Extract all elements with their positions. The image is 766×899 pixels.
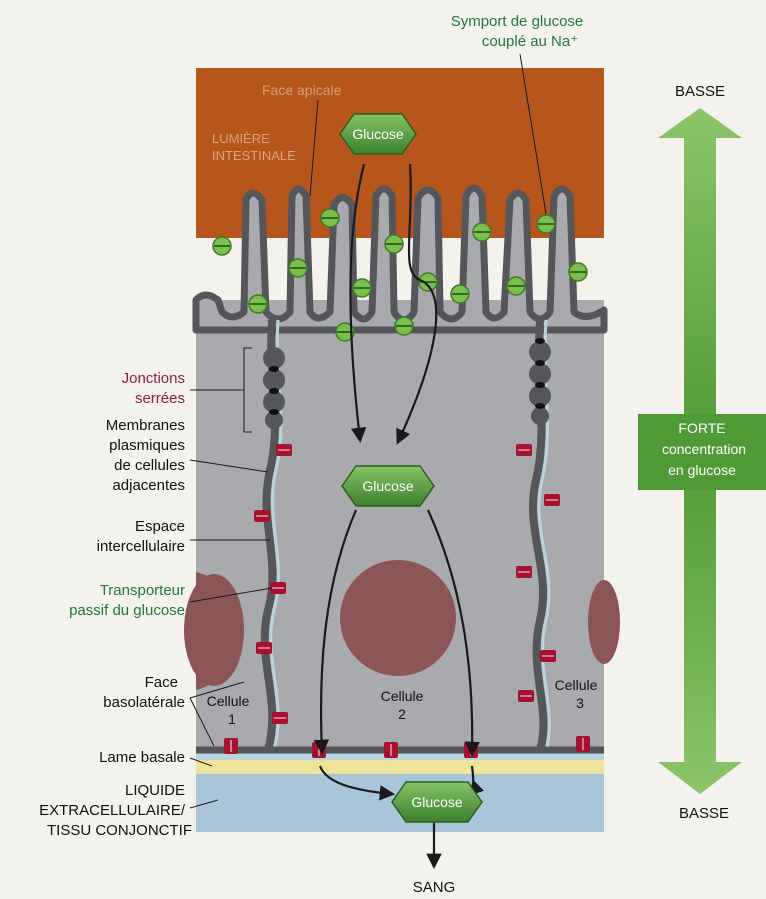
tight-junctions-right <box>529 338 551 425</box>
symport-icon <box>569 263 587 281</box>
membranes-label-line2: plasmiques <box>109 437 185 454</box>
nucleus-cell-2 <box>340 560 456 676</box>
glucose-hexagon-blood: Glucose <box>392 782 482 822</box>
passive-transporter-icon <box>224 738 238 754</box>
lumiere-label-line2: INTESTINALE <box>212 148 296 163</box>
gradient-top-label: BASSE <box>675 83 725 100</box>
espace-label-line1: Espace <box>135 518 185 535</box>
membranes-label-line1: Membranes <box>106 417 185 434</box>
symport-label-line2: couplé au Na⁺ <box>482 33 578 50</box>
symport-icon <box>249 295 267 313</box>
face-basolaterale-label-line2: basolatérale <box>103 694 185 711</box>
transporteur-label-line2: passif du glucose <box>69 602 185 619</box>
cellule-2-label-line2: 2 <box>398 706 406 722</box>
lumiere-label-line1: LUMIÈRE <box>212 131 270 146</box>
symport-icon <box>507 277 525 295</box>
cellule-2-label-line1: Cellule <box>381 688 424 704</box>
passive-transporter-icon <box>312 742 326 758</box>
symport-icon <box>473 223 491 241</box>
glucose-hexagon-apical: Glucose <box>340 114 416 154</box>
symport-icon <box>289 259 307 277</box>
symport-icon <box>451 285 469 303</box>
liquide-label-line1: LIQUIDE <box>125 782 185 799</box>
symport-label-line1: Symport de glucose <box>451 13 584 30</box>
gradient-middle-line1: FORTE <box>678 420 725 436</box>
passive-transporter-icon <box>254 510 270 522</box>
lame-basale-label: Lame basale <box>99 749 185 766</box>
gradient-bottom-label: BASSE <box>679 805 729 822</box>
passive-transporter-icon <box>276 444 292 456</box>
gradient-middle-line2: concentration <box>662 441 746 457</box>
cellule-3-label-line1: Cellule <box>555 677 598 693</box>
cellule-3-label-line2: 3 <box>576 695 584 711</box>
passive-transporter-icon <box>256 642 272 654</box>
sang-label: SANG <box>413 879 456 896</box>
membranes-label-line3: de cellules <box>114 457 185 474</box>
symport-icon <box>537 215 555 233</box>
concentration-gradient-arrow: FORTE concentration en glucose <box>638 108 766 794</box>
jonctions-label-line2: serrées <box>135 390 185 407</box>
espace-label-line2: intercellulaire <box>97 538 185 555</box>
nucleus-cell-1-body <box>184 574 244 686</box>
symport-icon <box>419 273 437 291</box>
cellule-1-label-line1: Cellule <box>207 693 250 709</box>
gradient-middle-line3: en glucose <box>668 462 736 478</box>
passive-transporter-icon <box>576 736 590 752</box>
jonctions-label-line1: Jonctions <box>122 370 185 387</box>
face-apicale-label: Face apicale <box>262 82 342 98</box>
nucleus-cell-3 <box>588 580 620 664</box>
membranes-label-line4: adjacentes <box>112 477 185 494</box>
liquide-label-line2: EXTRACELLULAIRE/ <box>39 802 186 819</box>
liquide-label-line3: TISSU CONJONCTIF <box>47 822 192 839</box>
cellule-1-label-line2: 1 <box>228 711 236 727</box>
passive-transporter-icon <box>516 566 532 578</box>
passive-transporter-icon <box>384 742 398 758</box>
svg-text:Glucose: Glucose <box>411 794 463 810</box>
passive-transporter-icon <box>544 494 560 506</box>
passive-transporter-icon <box>272 712 288 724</box>
basal-lamina <box>196 758 604 774</box>
symport-icon <box>353 279 371 297</box>
symport-icon <box>395 317 413 335</box>
passive-transporter-icon <box>518 690 534 702</box>
glucose-hexagon-cytoplasm: Glucose <box>342 466 434 506</box>
symport-icon <box>385 235 403 253</box>
transporteur-label-line1: Transporteur <box>100 582 185 599</box>
passive-transporter-icon <box>540 650 556 662</box>
symport-icon <box>321 209 339 227</box>
face-basolaterale-label-line1: Face <box>145 674 178 691</box>
passive-transporter-icon <box>270 582 286 594</box>
svg-text:Glucose: Glucose <box>352 126 404 142</box>
passive-transporter-icon <box>516 444 532 456</box>
symport-icon <box>213 237 231 255</box>
svg-text:Glucose: Glucose <box>362 478 414 494</box>
epithelium-diagram: Glucose Glucose Glucose Face apicale LUM… <box>184 68 620 866</box>
